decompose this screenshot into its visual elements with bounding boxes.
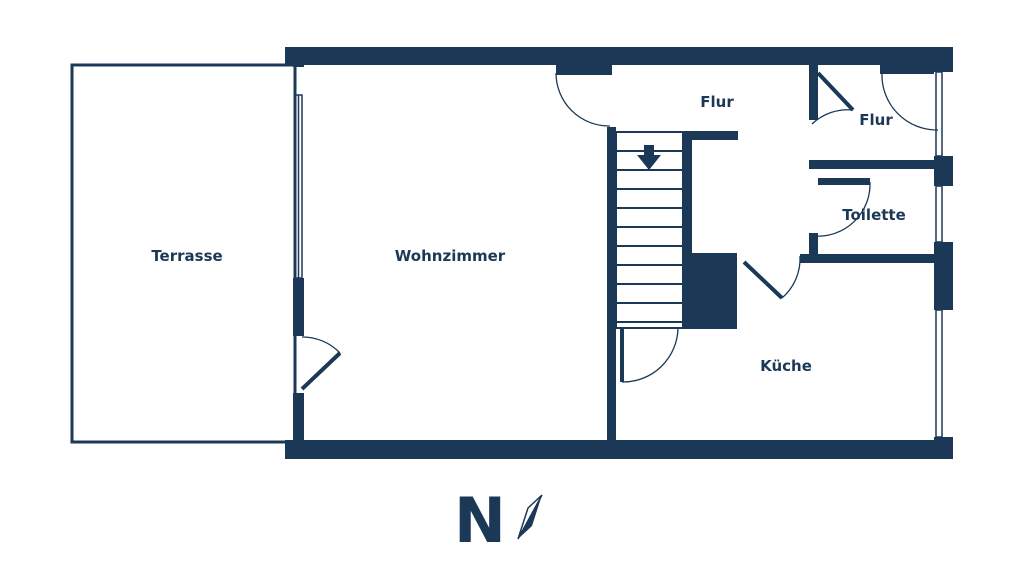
door-leaf <box>300 351 342 391</box>
compass: N <box>454 484 543 557</box>
needle-light-half <box>517 494 543 540</box>
door-swing <box>621 327 679 383</box>
door-swing <box>555 72 611 127</box>
right-wall-top <box>934 47 953 72</box>
room-label-flur-entry: Flur <box>859 111 893 129</box>
door-leaf <box>816 71 855 112</box>
compass-needle-icon <box>517 494 543 540</box>
door-swing <box>781 255 801 299</box>
wc-door-jamb <box>818 178 870 185</box>
right-wall-bottom <box>934 437 953 459</box>
room-label-toilette: Toilette <box>842 206 906 224</box>
bottom-wall <box>285 440 953 459</box>
door-swing <box>811 109 854 125</box>
staircase <box>615 131 684 329</box>
left-wall-top <box>293 47 304 67</box>
wc-west-wall-top <box>809 65 818 120</box>
door-leaf <box>742 260 784 300</box>
stair-treads <box>616 150 683 323</box>
flur-north-door <box>555 72 611 127</box>
top-left-door-jamb <box>556 65 612 75</box>
wc-kitchen-divider <box>800 254 934 263</box>
doors <box>300 71 939 391</box>
toilet-door <box>813 181 871 237</box>
room-label-wohnzimmer: Wohnzimmer <box>395 247 506 265</box>
kitchen-door <box>742 255 801 300</box>
window-east-3 <box>935 309 943 438</box>
stair-outline <box>615 131 684 329</box>
flur-inner-door <box>811 71 855 125</box>
room-label-kueche: Küche <box>760 357 812 375</box>
stair-top-wall <box>683 131 738 140</box>
window-east-1 <box>935 71 943 157</box>
right-wall-pillar-1 <box>934 156 953 186</box>
stair-door <box>620 327 679 383</box>
top-right-door-jamb <box>880 65 934 74</box>
terrace-door <box>300 336 342 391</box>
stair-landing-wall <box>683 253 737 262</box>
door-swing <box>301 336 341 354</box>
windows <box>294 71 943 438</box>
stair-direction-arrow-icon <box>637 145 661 170</box>
flur-wc-divider <box>809 160 934 169</box>
door-swing <box>813 181 871 237</box>
room-label-flur-main: Flur <box>700 93 734 111</box>
window-east-2 <box>935 185 943 243</box>
door-swing <box>881 72 939 131</box>
interior-walls <box>556 65 934 442</box>
room-label-terrasse: Terrasse <box>151 247 222 265</box>
top-wall <box>285 47 953 65</box>
exterior-walls <box>285 47 953 459</box>
left-wall-bottom <box>293 393 304 459</box>
stair-landing-block <box>683 262 737 329</box>
right-wall-pillar-2 <box>934 242 953 310</box>
wc-west-wall-bottom <box>809 233 818 263</box>
left-wall-mid <box>293 278 304 336</box>
entry-door <box>881 72 939 131</box>
north-letter: N <box>454 484 506 557</box>
stair-east-wall <box>683 131 692 253</box>
wohnzimmer-east-wall <box>607 127 616 442</box>
